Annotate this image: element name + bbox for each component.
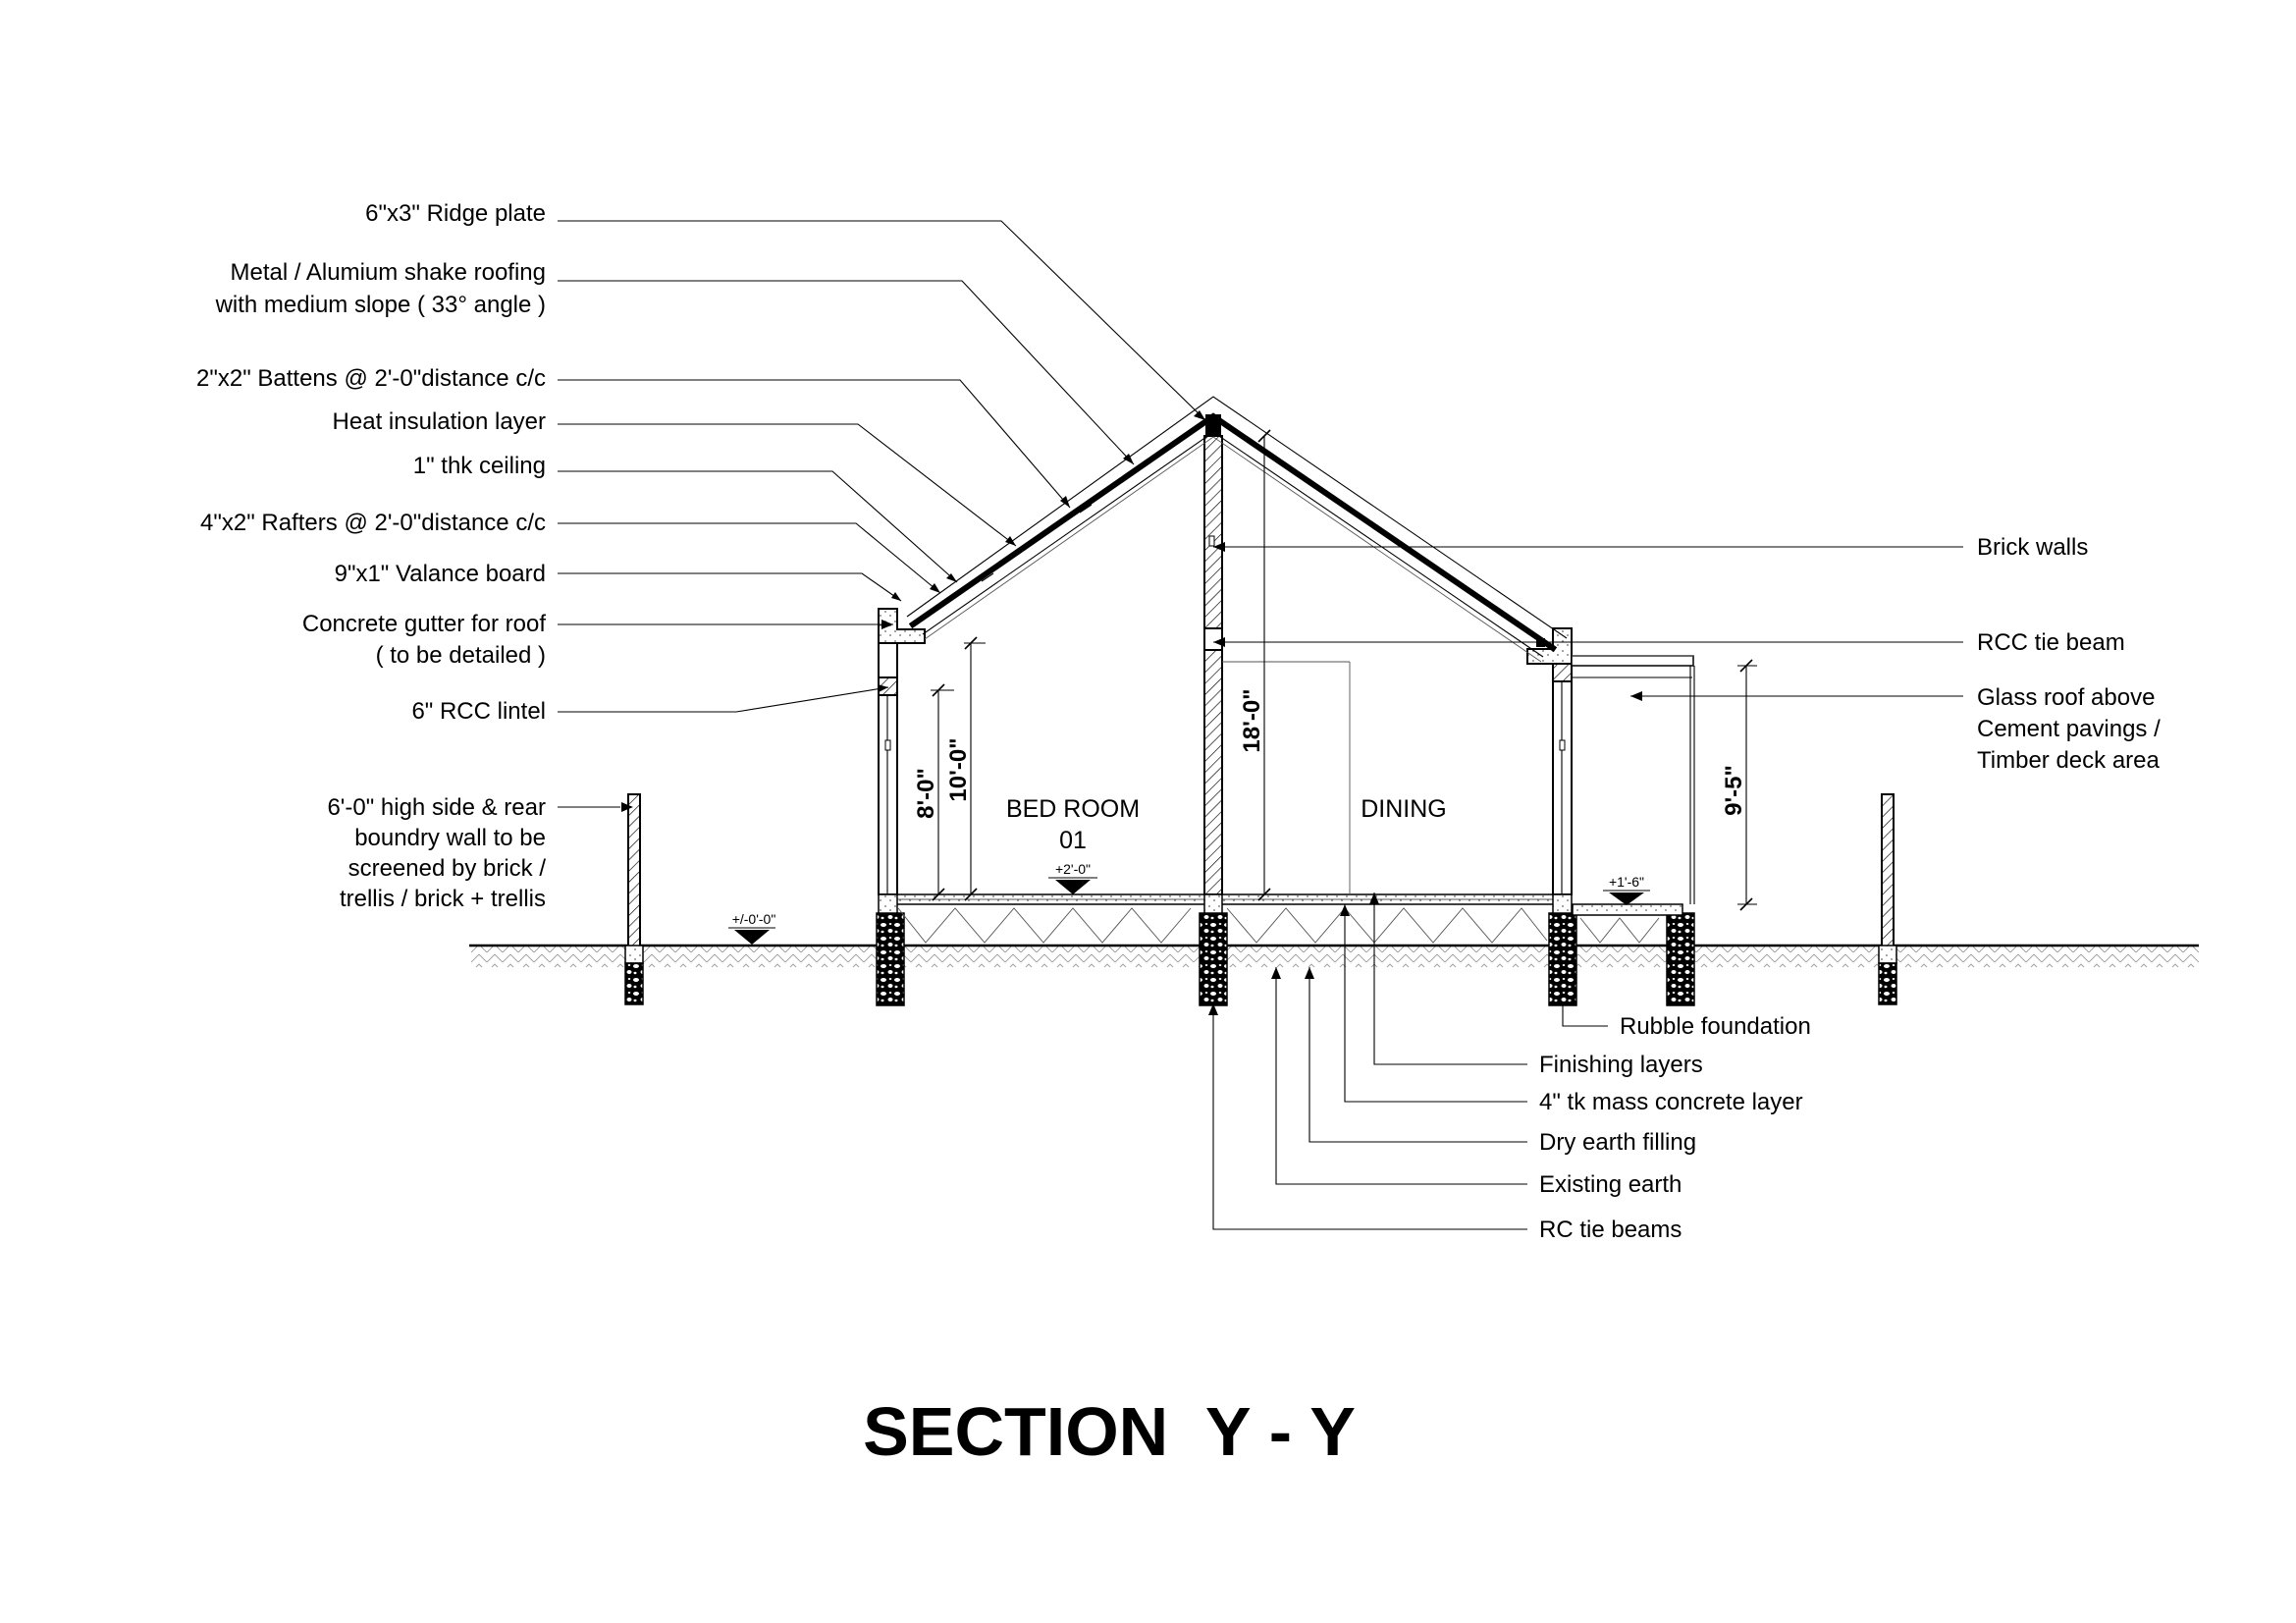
label-glass-roof: Glass roof above: [1977, 684, 2155, 711]
right-labels: Brick walls RCC tie beam Glass roof abov…: [1977, 534, 2161, 774]
dim-18: 18'-0": [1239, 688, 1265, 752]
label-roofing-2: with medium slope ( 33° angle ): [215, 292, 546, 318]
level-floor-marker: [1055, 880, 1091, 894]
label-lintel: 6" RCC lintel: [411, 698, 546, 725]
leader-lines: [558, 220, 1963, 1230]
bedroom-number: 01: [1059, 827, 1087, 854]
dim-10: 10'-0": [945, 737, 972, 801]
label-rcc-tie-beam: RCC tie beam: [1977, 629, 2125, 656]
bottom-labels: Rubble foundation Finishing layers 4" tk…: [1539, 1013, 1811, 1243]
dim-8: 8'-0": [913, 768, 939, 819]
label-gutter-2: ( to be detailed ): [376, 642, 546, 669]
label-dry-earth: Dry earth filling: [1539, 1129, 1696, 1156]
label-boundary-4: trellis / brick + trellis: [340, 886, 546, 912]
label-ridge-plate: 6"x3" Ridge plate: [365, 200, 546, 227]
label-mass-concrete: 4" tk mass concrete layer: [1539, 1089, 1803, 1115]
label-boundary-1: 6'-0" high side & rear: [327, 794, 546, 821]
label-ceiling: 1" thk ceiling: [413, 453, 546, 479]
level-ground: +/-0'-0": [732, 911, 776, 927]
level-markers: +/-0'-0" +2'-0" +1'-6": [728, 861, 1650, 945]
label-boundary-2: boundry wall to be: [354, 825, 546, 851]
foundation-left: [876, 912, 905, 1006]
deck-slab: [1572, 903, 1683, 916]
label-finishing-layers: Finishing layers: [1539, 1052, 1703, 1078]
label-battens: 2"x2" Battens @ 2'-0"distance c/c: [196, 365, 546, 392]
label-gutter-1: Concrete gutter for roof: [302, 611, 546, 637]
bedroom-label: BED ROOM: [1006, 795, 1140, 823]
dimensions: 8'-0" 10'-0" 18'-0" 9'-5": [913, 429, 1757, 911]
walls: [878, 435, 1573, 914]
earth-hatch: [471, 946, 2199, 967]
label-cement-pavings: Cement pavings /: [1977, 716, 2161, 742]
label-rafters: 4"x2" Rafters @ 2'-0"distance c/c: [200, 510, 546, 536]
label-brick-walls: Brick walls: [1977, 534, 2088, 561]
section-title: SECTION Y - Y: [863, 1393, 1356, 1470]
foundation-deck: [1666, 912, 1695, 1006]
foundation-right: [1548, 912, 1577, 1006]
dining-label: DINING: [1361, 795, 1447, 823]
level-floor: +2'-0": [1055, 861, 1091, 877]
left-labels: 6"x3" Ridge plate Metal / Alumium shake …: [196, 200, 546, 912]
level-ground-marker: [734, 930, 770, 945]
level-deck: +1'-6": [1609, 874, 1644, 890]
gutters: [878, 608, 1573, 665]
label-boundary-3: screened by brick /: [348, 855, 547, 882]
label-insulation: Heat insulation layer: [333, 408, 546, 435]
label-timber-deck: Timber deck area: [1977, 747, 2161, 774]
right-boundary-wall: [1878, 793, 1897, 1005]
ridge-plate: [1205, 414, 1221, 436]
dim-9-5: 9'-5": [1721, 765, 1747, 816]
left-gutter: [878, 608, 926, 644]
room-labels: BED ROOM 01 DINING: [1006, 795, 1447, 854]
label-rc-tie-beams: RC tie beams: [1539, 1217, 1682, 1243]
roof: [906, 396, 1568, 663]
deck-area: [1571, 655, 1695, 904]
left-boundary-wall: [624, 793, 644, 1005]
label-existing-earth: Existing earth: [1539, 1171, 1682, 1198]
label-rubble-foundation: Rubble foundation: [1620, 1013, 1811, 1040]
label-roofing-1: Metal / Alumium shake roofing: [231, 259, 546, 286]
level-deck-marker: [1609, 893, 1644, 905]
label-valance: 9"x1" Valance board: [335, 561, 546, 587]
ground: [469, 944, 2199, 967]
foundation-center: [1199, 912, 1228, 1006]
